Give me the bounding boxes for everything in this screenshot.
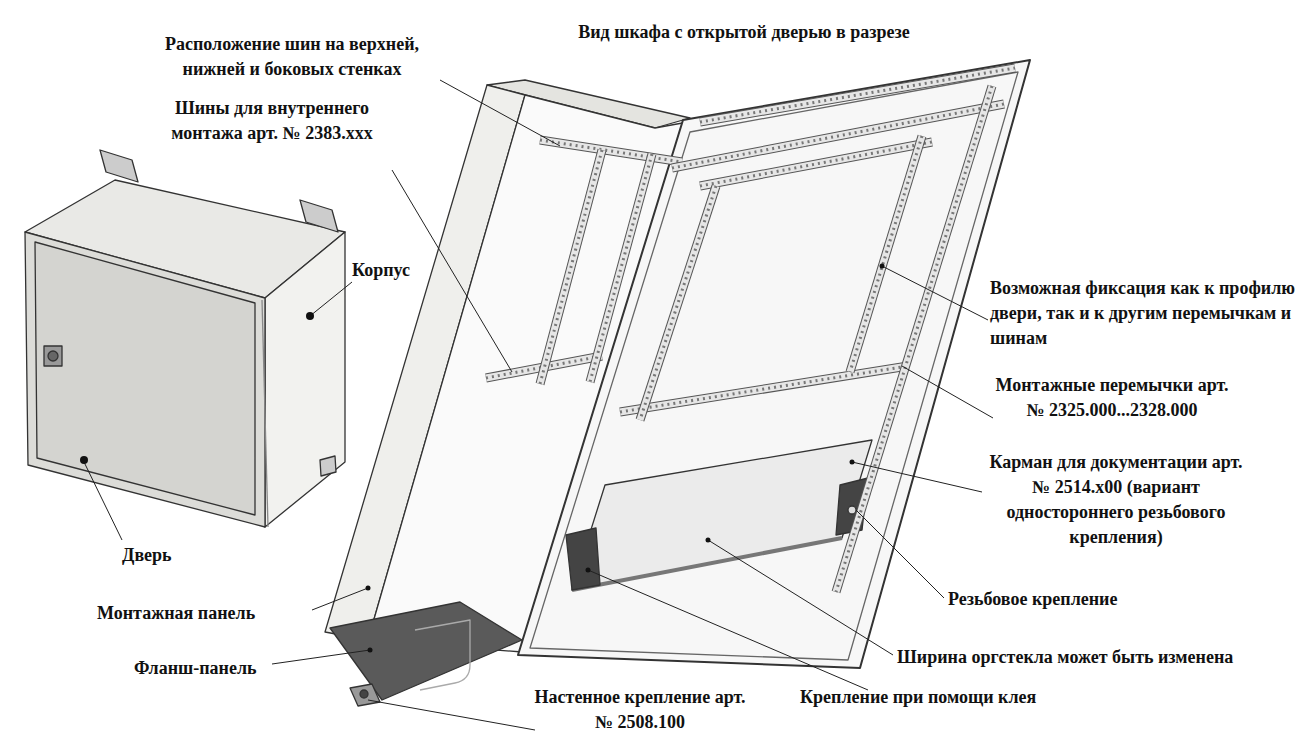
rail-stroke bbox=[540, 140, 682, 162]
callout-label: Монтажные перемычки арт. № 2325.000...23… bbox=[988, 373, 1236, 423]
rail-stroke bbox=[590, 154, 652, 382]
callout-label: Резьбовое крепление bbox=[948, 587, 1117, 612]
callout-label: Дверь bbox=[122, 543, 172, 568]
rail-stroke bbox=[540, 140, 682, 162]
callout-label: Карман для документации арт. № 2514.x00 … bbox=[981, 450, 1251, 550]
rail-stroke bbox=[620, 366, 908, 412]
rail-stroke bbox=[700, 142, 932, 186]
rail-stroke bbox=[700, 142, 932, 186]
rail-stroke bbox=[620, 366, 908, 412]
callout-label: Крепление при помощи клея bbox=[800, 685, 1036, 710]
rail-stroke bbox=[672, 104, 1004, 168]
rail-stroke bbox=[836, 86, 992, 592]
rail-stroke bbox=[672, 104, 1004, 168]
rail-stroke bbox=[700, 68, 1015, 122]
callout-label: Ширина оргстекла может быть изменена bbox=[897, 645, 1233, 670]
callout-label: Расположение шин на верхней, нижней и бо… bbox=[133, 32, 451, 82]
callout-label: Фланш-панель bbox=[134, 656, 257, 681]
rail-stroke bbox=[672, 104, 1004, 168]
rail-stroke bbox=[540, 140, 682, 162]
view-title: Вид шкафа с открытой дверью в разрезе bbox=[578, 20, 910, 45]
rail-stroke bbox=[540, 150, 602, 384]
rail-stroke bbox=[836, 86, 992, 592]
rail-stroke bbox=[640, 186, 716, 420]
callout-label: Возможная фиксация как к профилю двери, … bbox=[990, 276, 1304, 351]
rail-stroke bbox=[640, 186, 716, 420]
rail-stroke bbox=[540, 150, 602, 384]
rail-stroke bbox=[700, 142, 932, 186]
rail-stroke bbox=[620, 366, 908, 412]
rail-stroke bbox=[590, 154, 652, 382]
callout-label: Шины для внутреннего монтажа арт. № 2383… bbox=[156, 96, 388, 146]
callout-label: Монтажная панель bbox=[97, 601, 255, 626]
rail-stroke bbox=[700, 68, 1015, 122]
callout-label: Корпус bbox=[352, 258, 410, 283]
rail-stroke bbox=[640, 186, 716, 420]
rail-stroke bbox=[540, 150, 602, 384]
callout-label: Настенное крепление арт. № 2508.100 bbox=[531, 685, 749, 735]
rail-stroke bbox=[590, 154, 652, 382]
rail-stroke bbox=[836, 86, 992, 592]
rail-stroke bbox=[700, 68, 1015, 122]
